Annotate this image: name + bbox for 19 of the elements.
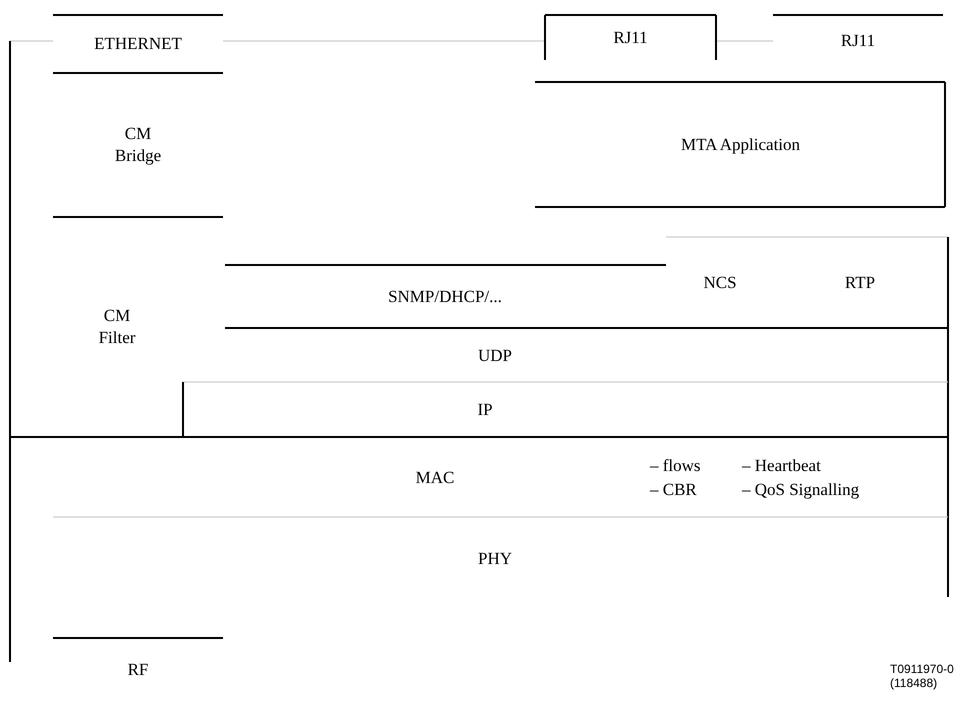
layer-name: PHY [478, 548, 512, 570]
layer-name: RTP [844, 272, 876, 294]
layer-name: SNMP/DHCP/... [388, 286, 502, 308]
feature-item: – flows [650, 456, 701, 476]
feature-item: – QoS Signalling [742, 480, 860, 500]
layer-name: IP [477, 399, 493, 421]
layer-name: UDP [478, 345, 512, 367]
layer-name: ETHERNET [94, 33, 182, 55]
layer-name: CM Filter [98, 305, 136, 349]
figure-code: T0911970-0 (118488) [890, 662, 955, 690]
layer-name: MAC [416, 467, 454, 489]
layer-name: MTA Application [680, 134, 800, 156]
layer-name: CM Bridge [114, 123, 162, 167]
layer-name: RF [128, 659, 148, 681]
layer-name: RJ11 [840, 30, 876, 52]
feature-item: – CBR [650, 480, 697, 500]
layer-name: RJ11 [613, 27, 648, 49]
layer-name: NCS [703, 272, 737, 294]
feature-item: – Heartbeat [742, 456, 821, 476]
